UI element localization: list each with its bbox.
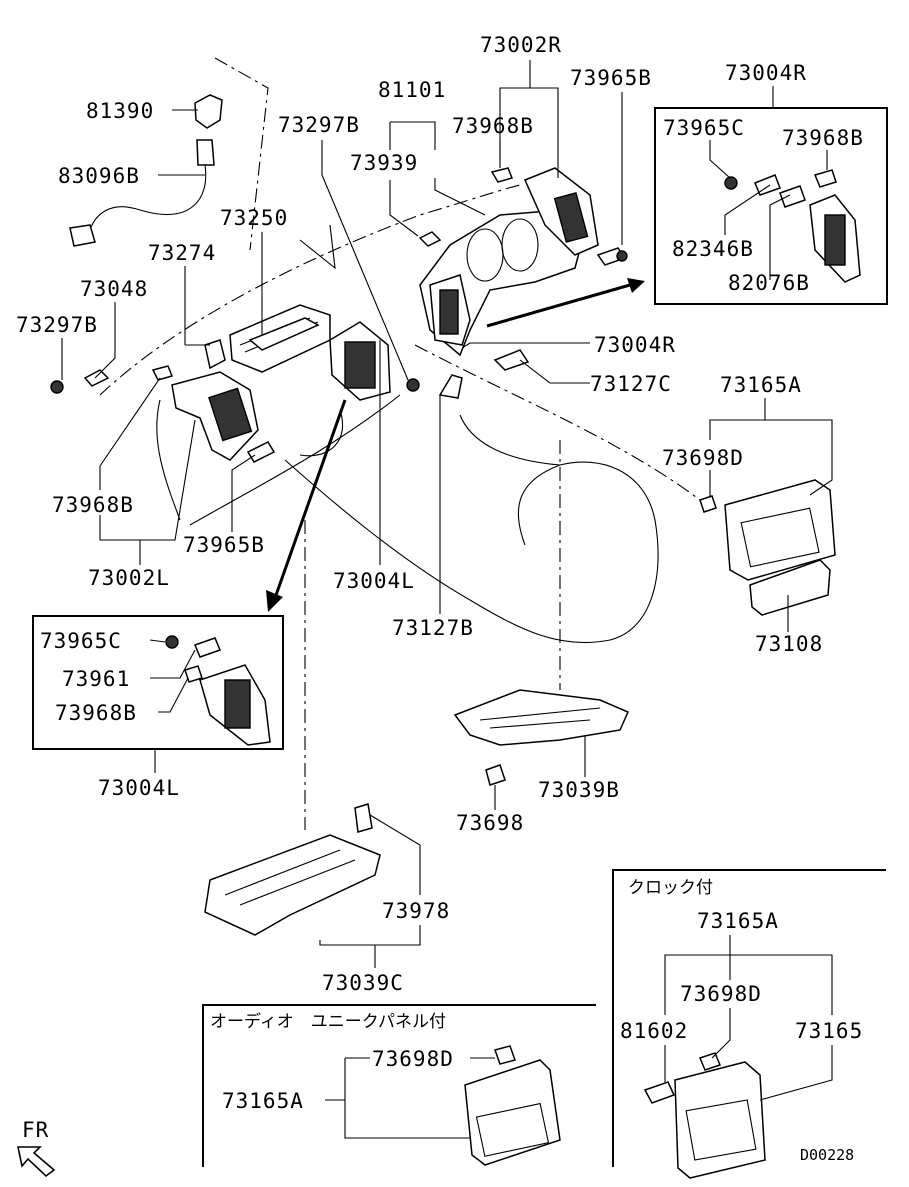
front-direction-indicator: FR: [17, 1118, 56, 1178]
label-73698D-audio: 73698D: [372, 1047, 454, 1071]
label-73965B-top: 73965B: [570, 66, 652, 90]
part-73127C: [493, 349, 530, 371]
dashboard-outline: [99, 57, 701, 830]
part-73698D-top: [699, 495, 717, 513]
detail-box-73004L: [32, 615, 284, 750]
label-73165A-audio: 73165A: [222, 1089, 304, 1113]
part-73978: [354, 803, 373, 833]
label-83096B: 83096B: [58, 164, 140, 188]
label-73002L: 73002L: [88, 566, 170, 590]
detail-box-audio: [202, 1004, 596, 1167]
label-73297B-mid: 73297B: [278, 113, 360, 137]
part-73297B-mid: [406, 378, 420, 392]
part-73965C-l: [165, 635, 179, 649]
label-73004R-mid: 73004R: [594, 333, 676, 357]
label-73968B-left: 73968B: [52, 493, 134, 517]
detail-box-clock: [612, 869, 886, 1167]
label-73698D-clock: 73698D: [680, 982, 762, 1006]
label-73939: 73939: [350, 151, 418, 175]
caption-clock: クロック付: [628, 878, 713, 898]
direction-label: FR: [22, 1118, 49, 1142]
part-73274: [204, 339, 226, 370]
label-73004L-box: 73004L: [98, 776, 180, 800]
label-81602: 81602: [620, 1019, 688, 1043]
label-73004R-box: 73004R: [725, 61, 807, 85]
label-73048: 73048: [80, 277, 148, 301]
part-73165-clock: [674, 1061, 766, 1179]
part-81390: [194, 94, 223, 129]
part-73965C-r: [724, 176, 738, 190]
part-73698D-clock: [698, 1052, 722, 1071]
label-73165A-clock: 73165A: [697, 909, 779, 933]
label-82346B: 82346B: [672, 237, 754, 261]
part-73039B: [453, 689, 629, 746]
label-73968B-top: 73968B: [452, 114, 534, 138]
label-73965C-l: 73965C: [40, 629, 122, 653]
label-73039B: 73039B: [538, 778, 620, 802]
label-73165: 73165: [795, 1019, 863, 1043]
part-73961: [194, 637, 221, 658]
label-73965B-left: 73965B: [183, 533, 265, 557]
label-81101: 81101: [378, 78, 446, 102]
part-73297B-left: [50, 380, 64, 394]
label-73250: 73250: [220, 206, 288, 230]
front-arrow-icon: [17, 1146, 56, 1178]
label-82076B: 82076B: [728, 271, 810, 295]
label-73108: 73108: [755, 632, 823, 656]
part-73127B: [438, 374, 463, 399]
part-73939: [418, 231, 442, 247]
pointer-arrows: [266, 278, 645, 612]
leader-lines: [61, 60, 833, 1139]
label-73127B: 73127B: [392, 616, 474, 640]
part-73698D-audio: [494, 1045, 516, 1065]
label-73965C-r: 73965C: [663, 116, 745, 140]
label-73039C: 73039C: [322, 971, 404, 995]
label-73968B-r: 73968B: [782, 126, 864, 150]
caption-audio: オーディオ ユニークパネル付: [210, 1011, 446, 1032]
label-73698: 73698: [456, 811, 524, 835]
part-73968B-top: [490, 167, 514, 183]
label-73968B-l: 73968B: [55, 701, 137, 725]
detail-box-73004R: [654, 107, 888, 305]
part-83096B: [196, 139, 215, 166]
label-73004L-mid: 73004L: [333, 569, 415, 593]
diagram-code: D00228: [800, 1146, 854, 1164]
label-73698D-top: 73698D: [662, 446, 744, 470]
part-73165A-audio: [464, 1059, 561, 1166]
label-73127C: 73127C: [590, 372, 672, 396]
part-73048: [83, 369, 110, 387]
part-82076B: [779, 185, 806, 208]
label-73002R: 73002R: [480, 33, 562, 57]
part-82346B: [754, 174, 781, 196]
part-labels: 81390 83096B 73250 73274 73048 73297B 73…: [16, 33, 864, 1164]
part-73698: [485, 764, 506, 786]
part-73968B-r: [813, 169, 837, 188]
parts: [50, 94, 861, 1179]
label-81390: 81390: [86, 99, 154, 123]
label-73978: 73978: [382, 899, 450, 923]
part-73108: [749, 559, 831, 616]
part-73965B-left: [246, 441, 276, 463]
part-73968B-left: [151, 365, 174, 381]
label-73961: 73961: [62, 667, 130, 691]
label-73274: 73274: [148, 241, 216, 265]
part-81602-clock: [643, 1081, 676, 1104]
label-73165A-top: 73165A: [720, 373, 802, 397]
label-73297B-left: 73297B: [16, 313, 98, 337]
